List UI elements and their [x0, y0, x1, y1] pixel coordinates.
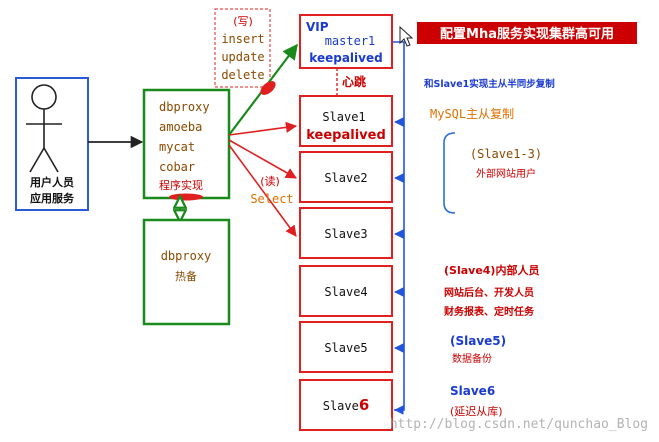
semi-sync-note: 和Slave1实现主从半同步复制	[423, 78, 555, 90]
slave4-box: Slave4	[299, 265, 393, 317]
write-red-marker	[260, 81, 276, 95]
proxy-footer: 程序实现	[159, 178, 203, 192]
slave5-name: Slave5	[324, 341, 367, 355]
read-arrow-slave3	[228, 144, 297, 237]
slave3-box: Slave3	[299, 207, 393, 259]
master-box: VIP master1 keepalived	[299, 14, 393, 69]
group1-bracket	[443, 132, 456, 214]
proxy-standby-role: 热备	[175, 269, 197, 283]
read-arrow-slave1	[228, 121, 298, 136]
write-op-delete: delete	[221, 68, 264, 82]
proxy-item-dbproxy: dbproxy	[159, 100, 210, 114]
proxy-red-marker	[169, 193, 203, 201]
group3-label: (Slave5)	[450, 334, 506, 348]
replication-bus	[393, 41, 405, 415]
user-label-line2: 应用服务	[30, 191, 75, 205]
group3-desc: 数据备份	[452, 352, 492, 365]
read-op: Select	[250, 192, 293, 206]
slave2-box: Slave2	[299, 151, 393, 203]
write-op-insert: insert	[221, 32, 264, 46]
proxy-item-amoeba: amoeba	[159, 120, 202, 134]
slave1-keepalived: keepalived	[306, 128, 386, 143]
proxy-item-cobar: cobar	[159, 160, 195, 174]
watermark: http://blog.csdn.net/qunchao_Blog	[390, 417, 648, 432]
group4-label: Slave6	[450, 384, 495, 398]
slave1-name: Slave1	[322, 110, 365, 124]
mysql-repl-label: MySQL主从复制	[430, 107, 514, 121]
title-text: 配置Mha服务实现集群高可用	[440, 26, 614, 42]
read-arrow-slave2	[228, 139, 297, 179]
master-vip: VIP	[306, 20, 329, 34]
slave4-name: Slave4	[324, 285, 367, 299]
proxy-item-mycat: mycat	[159, 140, 195, 154]
proxy-standby-box: dbproxy 热备	[142, 218, 231, 326]
heartbeat-label: 心跳	[342, 74, 366, 89]
group1-desc: 外部网站用户	[476, 167, 536, 180]
user-stick-figure-icon	[26, 84, 62, 173]
title-banner: 配置Mha服务实现集群高可用	[399, 22, 637, 47]
master-name: master1	[325, 34, 376, 48]
user-box: 用户人员 应用服务	[15, 77, 89, 211]
slave3-name: Slave3	[324, 227, 367, 241]
group1-range: (Slave1-3)	[470, 147, 542, 161]
write-tag: (写)	[233, 15, 253, 28]
group4-desc: (延迟从库)	[450, 405, 503, 418]
slave6-prefix: Slave	[323, 399, 359, 413]
master-keepalived: keepalived	[309, 51, 382, 65]
cursor-icon	[399, 25, 414, 47]
slave2-name: Slave2	[324, 171, 367, 185]
proxy-box: dbproxy amoeba mycat cobar 程序实现	[142, 88, 231, 201]
write-note: (写) insert update delete	[214, 8, 271, 88]
user-label-line1: 用户人员	[30, 175, 74, 189]
read-tag: (读)	[260, 174, 280, 188]
slave6-num: 6	[359, 396, 369, 414]
slave5-box: Slave5	[299, 321, 393, 373]
slave6-label: Slave6	[323, 396, 370, 414]
proxy-standby-name: dbproxy	[161, 249, 212, 263]
group2-label: (Slave4)内部人员	[444, 263, 539, 277]
slave6-box: Slave6	[299, 379, 393, 431]
slave1-box: Slave1 keepalived	[299, 95, 393, 147]
group2-line2: 财务报表、定时任务	[443, 305, 535, 318]
write-op-update: update	[221, 50, 264, 64]
group2-line1: 网站后台、开发人员	[444, 286, 534, 299]
